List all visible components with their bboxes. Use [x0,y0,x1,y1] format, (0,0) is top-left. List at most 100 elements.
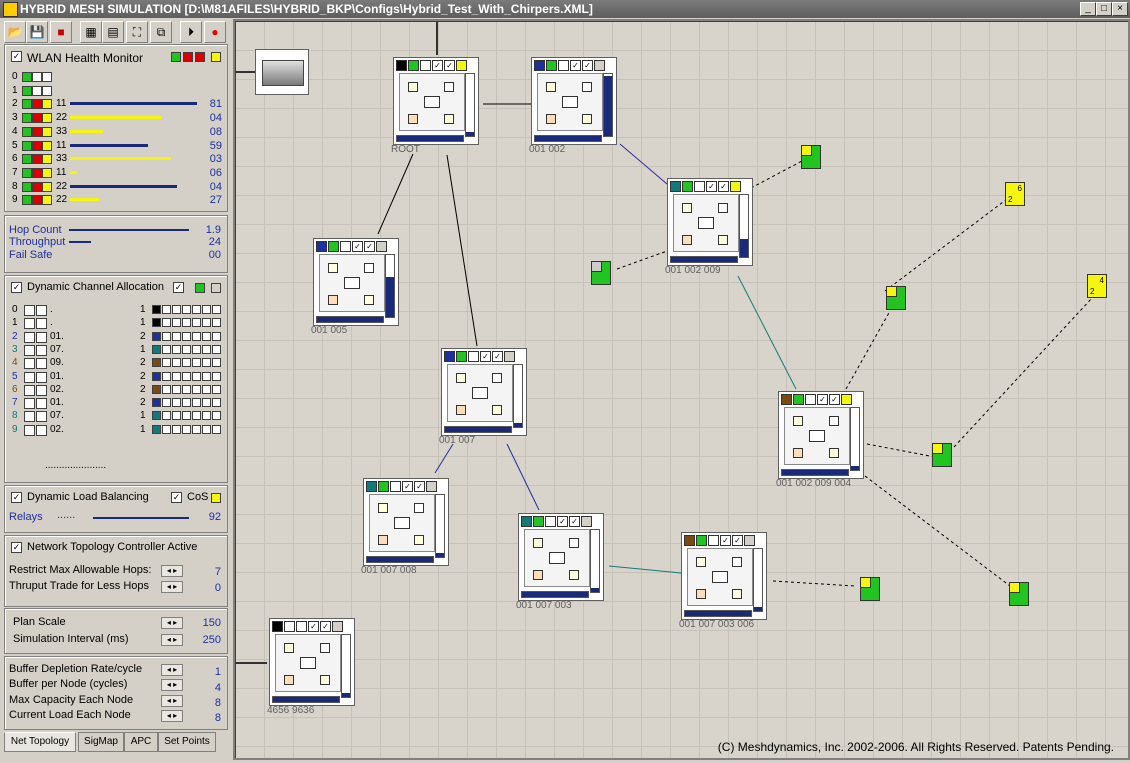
export-icon[interactable]: ⧉ [150,21,172,43]
layout-icon[interactable]: ▦ [80,21,102,43]
channel-row-code: 07. [50,410,64,422]
gateway-device[interactable] [255,49,309,95]
channel-row-code: 09. [50,357,64,369]
stop-icon[interactable]: ■ [50,21,72,43]
load-title: Dynamic Load Balancing [27,491,149,503]
mesh-node-n6[interactable]: ✓✓ [363,478,449,566]
health-row-index: 5 [12,139,18,151]
mesh-node-root[interactable]: ✓✓ [393,57,479,145]
chirper-tag-2[interactable]: 6 2 [1005,182,1025,206]
tab-net-topology[interactable]: Net Topology [4,732,76,752]
channel-row-checkbox2[interactable] [36,411,47,423]
channel-row-checkbox[interactable] [24,398,35,410]
channel-row-checkbox[interactable] [24,384,35,396]
topology-checkbox[interactable]: ✓ [11,542,22,553]
channel-row-checkbox[interactable] [24,371,35,383]
mesh-node-n2[interactable]: ✓✓ [667,178,753,266]
link-n2-tag-a [616,250,668,270]
channel-row-checkbox2[interactable] [36,331,47,343]
mesh-node-n1[interactable]: ✓✓ [531,57,617,145]
tab-apc[interactable]: APC [124,732,158,752]
mesh-node-n9[interactable]: ✓✓ [269,618,355,706]
channel-row-checkbox[interactable] [24,344,35,356]
channel-checkbox[interactable]: ✓ [11,282,22,293]
health-row-value: 06 [209,166,222,179]
health-row-index: 4 [12,125,18,137]
channel-row-checkbox2[interactable] [36,358,47,370]
cos-checkbox[interactable]: ✓ [171,492,182,503]
record-icon[interactable]: ● [204,21,226,43]
node-buffer-level [850,407,860,471]
health-row-status-yellow [42,167,52,178]
grid-icon[interactable]: ▤ [102,21,124,43]
health-row-value: 04 [209,180,222,193]
mesh-node-n7[interactable]: ✓✓ [518,513,604,601]
capacity-stepper[interactable]: ◂ ▸ [161,695,183,707]
health-row-status-green [22,181,32,192]
channel-row-index: 7 [12,397,18,409]
chirper-tag-8[interactable] [1009,582,1029,606]
current-load-stepper[interactable]: ◂ ▸ [161,710,183,722]
minimize-button[interactable]: _ [1080,2,1096,16]
channel-row-checkbox2[interactable] [36,305,47,316]
chirper-tag-6[interactable] [932,443,952,467]
channel-row-checkbox[interactable] [24,318,35,330]
channel-row-checkbox2[interactable] [36,384,47,396]
channel-row-checkbox[interactable] [24,358,35,370]
tree-icon[interactable]: ⛶ [126,21,148,43]
step-icon[interactable]: ⏵ [180,21,202,43]
trade-stepper[interactable]: ◂ ▸ [161,581,183,593]
channel-row-checkbox2[interactable] [36,371,47,383]
channel-enable-checkbox[interactable]: ✓ [173,282,184,293]
sim-panel: Plan Scale ◂ ▸ 150 Simulation Interval (… [4,608,228,654]
channel-slot [172,398,181,408]
tab-sigmap[interactable]: SigMap [78,732,124,752]
open-icon[interactable]: 📂 [4,21,26,43]
scale-stepper[interactable]: ◂ ▸ [161,617,183,629]
hops-stepper[interactable]: ◂ ▸ [161,565,183,577]
mesh-node-n5[interactable]: ✓✓ [778,391,864,479]
channel-row-checkbox[interactable] [24,305,35,316]
mesh-node-n8[interactable]: ✓✓ [681,532,767,620]
channel-row-checkbox[interactable] [24,424,35,436]
link-n5-tag-c [845,310,891,390]
node-load-bar [396,135,464,142]
load-checkbox[interactable]: ✓ [11,492,22,503]
channel-row-checkbox2[interactable] [36,318,47,330]
channel-slot [192,371,201,381]
channel-slot [162,371,171,381]
channel-slot [172,344,181,354]
health-row-status-green [22,85,32,96]
channel-row-checkbox2[interactable] [36,344,47,356]
channel-slot [182,331,191,341]
topology-canvas[interactable]: ✓✓ROOT✓✓001 002✓✓001 002 009✓✓001 005✓✓0… [233,19,1130,760]
health-checkbox[interactable]: ✓ [11,51,22,62]
channel-row-checkbox[interactable] [24,331,35,343]
channel-row-checkbox2[interactable] [36,398,47,410]
chirper-tag-5[interactable]: 4 2 [1087,274,1107,298]
node-label: 001 002 [529,144,566,155]
channel-row-checkbox2[interactable] [36,424,47,436]
chirper-tag-7[interactable] [860,577,880,601]
chirper-tag-4[interactable] [886,286,906,310]
interval-stepper[interactable]: ◂ ▸ [161,634,183,646]
save-icon[interactable]: 💾 [26,21,48,43]
depletion-stepper[interactable]: ◂ ▸ [161,664,183,676]
channel-slot [202,331,211,341]
health-indicator-green [171,52,181,62]
channel-row-checkbox[interactable] [24,411,35,423]
chirper-tag-3[interactable] [591,261,611,285]
mesh-node-n4[interactable]: ✓✓ [441,348,527,436]
hop-count-bar [69,229,189,231]
close-button[interactable]: × [1112,2,1128,16]
tab-set-points[interactable]: Set Points [158,732,216,752]
channel-slot [182,371,191,381]
mesh-node-n3[interactable]: ✓✓ [313,238,399,326]
buffer-per-stepper[interactable]: ◂ ▸ [161,679,183,691]
maximize-button[interactable]: □ [1096,2,1112,16]
chirper-tag-1[interactable] [801,145,821,169]
channel-slot [182,398,191,408]
fail-safe-value: 00 [208,249,221,261]
